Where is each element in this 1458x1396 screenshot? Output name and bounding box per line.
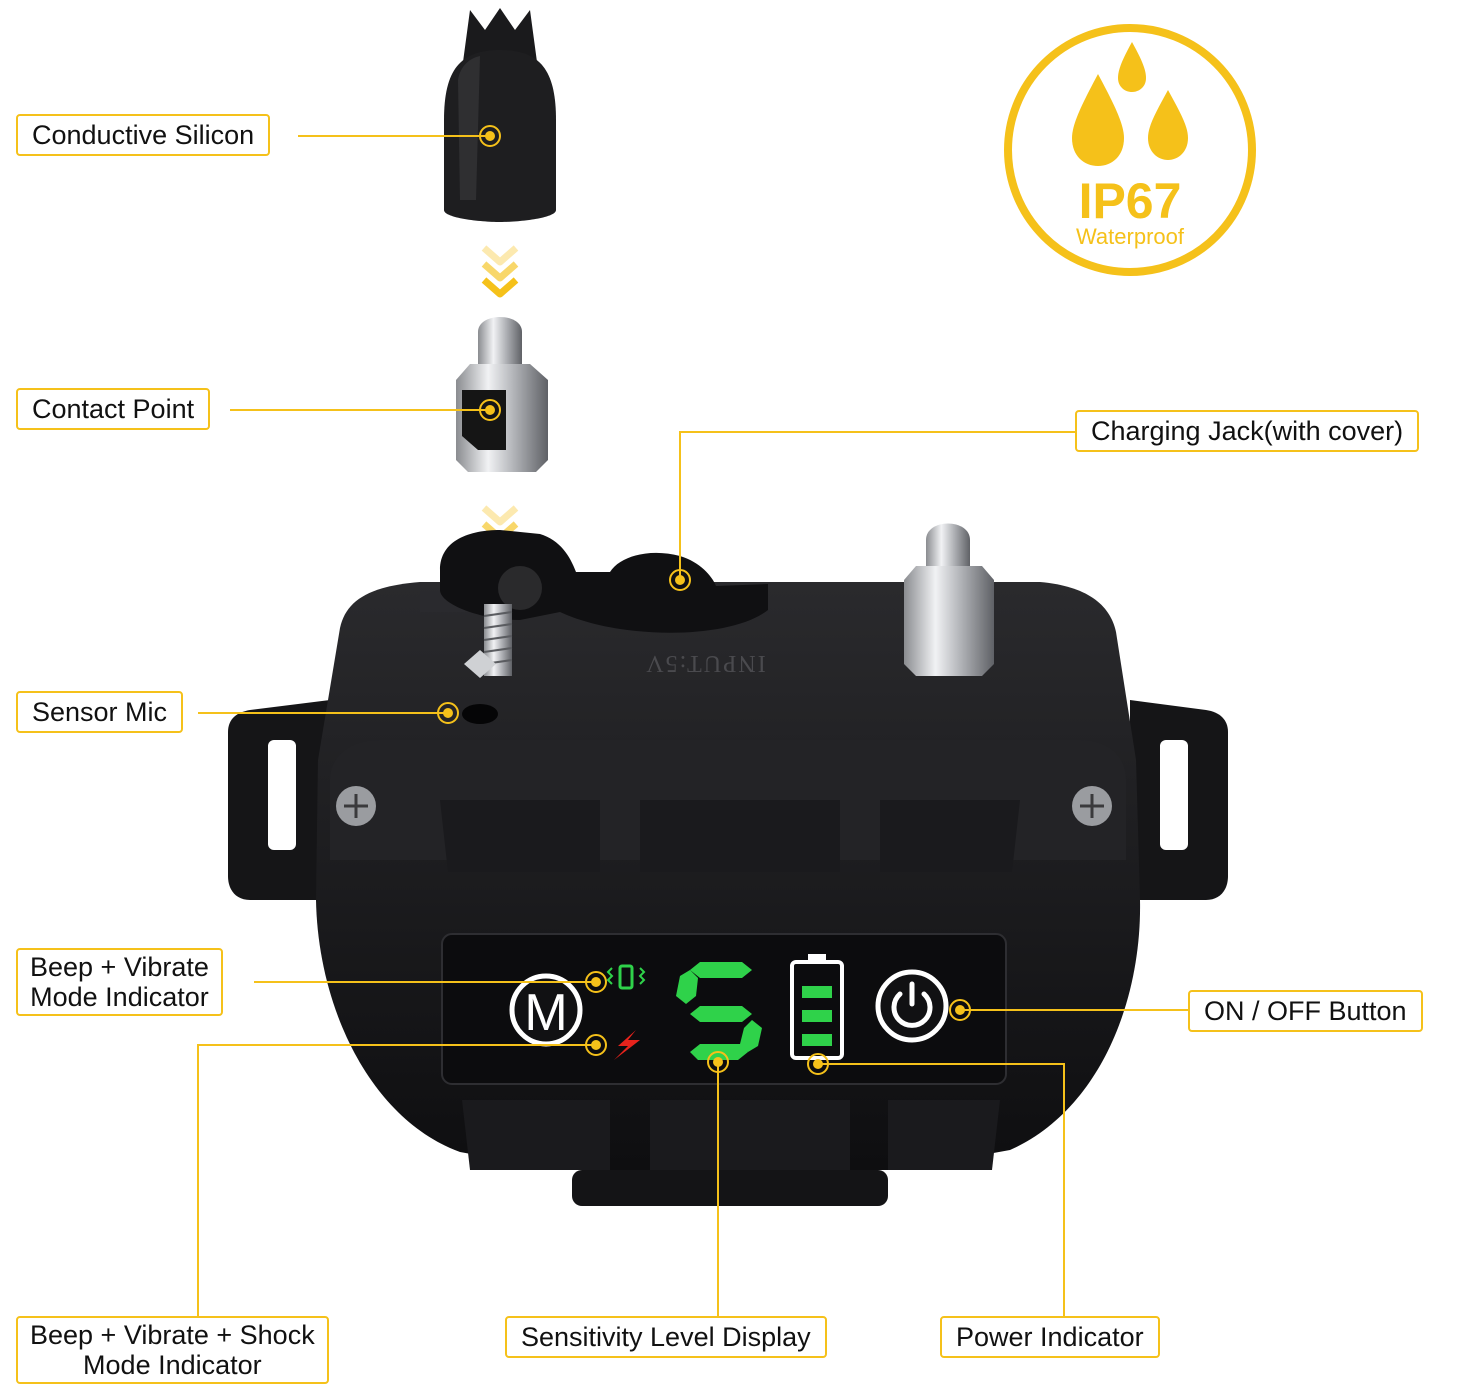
strap-loops	[228, 700, 1228, 900]
anchor-dot	[585, 971, 607, 993]
power-button	[875, 969, 949, 1043]
engraving-text: INPUT:5V	[644, 650, 765, 676]
waterproof-badge: IP67 Waterproof	[1004, 24, 1256, 276]
anchor-dot	[949, 999, 971, 1021]
contact-point-part	[456, 317, 548, 472]
badge-rating: IP67	[1079, 173, 1182, 229]
label-beep-vibrate-line1: Beep + Vibrate	[30, 952, 209, 982]
anchor-dot	[479, 125, 501, 147]
anchor-dot	[669, 569, 691, 591]
leader-lines	[197, 135, 1188, 1318]
anchor-dot	[807, 1053, 829, 1075]
label-beep-vibrate-line2: Mode Indicator	[30, 982, 209, 1012]
power-icon	[891, 991, 933, 1028]
label-sensitivity-display: Sensitivity Level Display	[505, 1316, 827, 1358]
anchor-dots	[437, 125, 971, 1075]
label-beep-vibrate-shock-line2: Mode Indicator	[83, 1350, 262, 1380]
badge-subtitle: Waterproof	[1076, 224, 1185, 249]
label-on-off-button: ON / OFF Button	[1188, 990, 1423, 1032]
label-beep-vibrate: Beep + Vibrate Mode Indicator	[16, 948, 223, 1016]
conductive-silicon-cap	[444, 8, 556, 222]
label-power-indicator: Power Indicator	[940, 1316, 1160, 1358]
label-sensor-mic: Sensor Mic	[16, 691, 184, 733]
shock-icon	[614, 1030, 640, 1060]
sensitivity-digit-value: 5	[700, 990, 740, 1030]
mode-button-letter: M	[524, 984, 567, 1042]
mode-button: M	[509, 973, 583, 1047]
receiver-body: INPUT:5V	[316, 523, 1141, 1206]
anchor-dot	[479, 399, 501, 421]
chevron-down-icon	[481, 245, 519, 298]
anchor-dot	[437, 702, 459, 724]
label-contact-point: Contact Point	[16, 388, 211, 430]
label-beep-vibrate-shock: Beep + Vibrate + Shock Mode Indicator	[16, 1316, 329, 1384]
anchor-dot	[585, 1034, 607, 1056]
label-charging-jack: Charging Jack(with cover)	[1075, 410, 1420, 452]
label-conductive-silicon: Conductive Silicon	[16, 114, 271, 156]
anchor-dot	[707, 1051, 729, 1073]
vibrate-icon	[606, 964, 646, 990]
battery-icon	[790, 954, 844, 1060]
water-drops-icon	[1072, 42, 1188, 166]
label-beep-vibrate-shock-line1: Beep + Vibrate + Shock	[30, 1320, 315, 1350]
